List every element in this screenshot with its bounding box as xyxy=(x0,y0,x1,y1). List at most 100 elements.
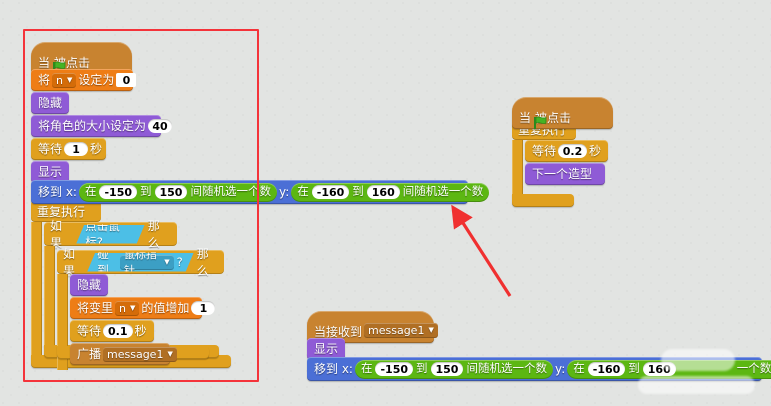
goto-x-label-receive: 移到 x: xyxy=(314,362,353,376)
hide-block-inner[interactable]: 隐藏 xyxy=(70,274,108,296)
set-size-label: 将角色的大小设定为 xyxy=(38,119,147,133)
wait2-label: 等待 xyxy=(77,324,102,338)
touching-boolean[interactable]: 碰到 鼠标指针 ▼ ? xyxy=(87,253,193,272)
rand-x-min-input-receive[interactable]: -150 xyxy=(375,362,413,376)
broadcast-message-dropdown[interactable]: message1 ▼ xyxy=(103,346,177,362)
chevron-down-icon: ▼ xyxy=(167,349,173,358)
wait-block-costume[interactable]: 等待 0.2 秒 xyxy=(525,140,608,162)
pick-random-x-reporter-receive[interactable]: 在 -150 到 150 间随机选一个数 xyxy=(354,359,553,379)
wait-block[interactable]: 等待 1 秒 xyxy=(31,138,106,160)
change-suffix: 的值增加 xyxy=(141,301,190,315)
rand-mid-y: 到 xyxy=(352,184,364,199)
wait-unit-costume: 秒 xyxy=(588,144,601,158)
when-receive-label: 当接收到 xyxy=(314,325,363,339)
red-arrow-annotation xyxy=(451,204,512,297)
change-variable-name: n xyxy=(119,301,126,315)
rand-y-max-input-receive[interactable]: 160 xyxy=(642,362,676,376)
change-prefix: 将变里 xyxy=(77,301,114,315)
wait2-value-input[interactable]: 0.1 xyxy=(103,324,133,338)
show-label: 显示 xyxy=(38,165,63,179)
wait-block-inner[interactable]: 等待 0.1 秒 xyxy=(70,320,154,342)
hide-inner-label: 隐藏 xyxy=(77,278,102,292)
rand-post-y-r: 一个数 xyxy=(736,361,771,376)
pick-random-x-reporter[interactable]: 在 -150 到 150 间随机选一个数 xyxy=(78,182,277,202)
when-label: 当 xyxy=(38,56,51,70)
set-size-value-input[interactable]: 40 xyxy=(148,119,173,133)
when-receive-hat[interactable]: 当接收到 message1 ▼ xyxy=(307,311,438,343)
next-costume-block[interactable]: 下一个造型 xyxy=(525,163,605,185)
if-mouse-down-leg xyxy=(44,246,55,345)
chevron-down-icon: ▼ xyxy=(428,326,434,334)
forever-block-header[interactable]: 重复执行 xyxy=(31,200,101,222)
set-variable-block[interactable]: 将 n ▼ 设定为 0 xyxy=(31,69,137,91)
rand-y-max-input[interactable]: 160 xyxy=(366,185,400,199)
rand-pre-x: 在 xyxy=(84,184,97,199)
show-block[interactable]: 显示 xyxy=(31,161,69,183)
set-size-block[interactable]: 将角色的大小设定为 40 xyxy=(31,115,173,137)
hide-block[interactable]: 隐藏 xyxy=(31,92,69,114)
rand-x-max-input-receive[interactable]: 150 xyxy=(430,362,464,376)
goto-y-label-receive: y: xyxy=(554,362,566,376)
goto-xy-block[interactable]: 移到 x: 在 -150 到 150 间随机选一个数 y: 在 -160 到 1… xyxy=(31,180,490,204)
touching-target-dropdown[interactable]: 鼠标指针 ▼ xyxy=(120,255,174,270)
forever-block-leg xyxy=(31,222,42,355)
receive-message-dropdown[interactable]: message1 ▼ xyxy=(364,323,438,338)
show-label-receive: 显示 xyxy=(314,342,339,356)
chevron-down-icon: ▼ xyxy=(130,303,136,312)
when-green-flag-clicked-hat[interactable]: 当 被点击 xyxy=(31,42,132,74)
wait-label: 等待 xyxy=(38,142,63,156)
then-label-inner: 那么 xyxy=(196,247,209,278)
goto-xy-block-receive[interactable]: 移到 x: 在 -150 到 150 间随机选一个数 y: 在 -160 到 1… xyxy=(307,357,771,381)
rand-x-min-input[interactable]: -150 xyxy=(99,185,137,199)
set-to-label: 设定为 xyxy=(78,73,115,87)
rand-pre-y: 在 xyxy=(297,184,309,199)
chevron-down-icon: ▼ xyxy=(67,75,73,84)
rand-y-min-input-receive[interactable]: -160 xyxy=(587,362,626,376)
when-label-2: 当 xyxy=(519,111,532,125)
variable-name-dropdown[interactable]: n ▼ xyxy=(52,72,77,88)
show-block-receive[interactable]: 显示 xyxy=(307,338,345,360)
rand-mid-x: 到 xyxy=(140,184,152,199)
change-variable-value-input[interactable]: 1 xyxy=(191,301,216,315)
rand-pre-y-r: 在 xyxy=(573,361,585,376)
if-mouse-down-header[interactable]: 如果 点击鼠标? 那么 xyxy=(44,219,177,250)
pick-random-y-reporter[interactable]: 在 -160 到 160 间随机选一个数 xyxy=(291,182,490,202)
pick-random-y-reporter-receive[interactable]: 在 -160 到 160 一个数 xyxy=(567,359,771,379)
touching-label: 碰到 xyxy=(97,247,109,277)
rand-mid-y-r: 到 xyxy=(628,361,640,376)
rand-y-min-input[interactable]: -160 xyxy=(311,185,350,199)
forever-block-foot-2 xyxy=(512,194,574,207)
rand-x-max-input[interactable]: 150 xyxy=(154,185,188,199)
change-variable-dropdown[interactable]: n ▼ xyxy=(115,300,140,316)
rand-pre-x-r: 在 xyxy=(360,361,373,376)
set-variable-value-input[interactable]: 0 xyxy=(116,73,137,87)
then-label: 那么 xyxy=(147,219,160,250)
rand-mid-x-r: 到 xyxy=(416,361,428,376)
rand-post-x-r: 间随机选一个数 xyxy=(466,361,547,376)
forever-label: 重复执行 xyxy=(37,204,86,219)
touching-target-label: 鼠标指针 xyxy=(123,248,157,277)
goto-y-label: y: xyxy=(278,185,290,199)
wait-label-costume: 等待 xyxy=(532,144,557,158)
next-costume-label: 下一个造型 xyxy=(532,167,593,181)
change-variable-block[interactable]: 将变里 n ▼ 的值增加 1 xyxy=(70,297,216,319)
if-touching-leg xyxy=(57,274,68,370)
mouse-down-boolean[interactable]: 点击鼠标? xyxy=(76,225,144,244)
touching-question: ? xyxy=(176,255,183,269)
broadcast-block[interactable]: 广播 message1 ▼ xyxy=(70,343,177,365)
wait-unit-label: 秒 xyxy=(90,142,103,156)
hide-label: 隐藏 xyxy=(38,96,63,110)
wait-value-input[interactable]: 1 xyxy=(64,142,89,156)
forever-block-leg-2 xyxy=(512,140,523,194)
goto-x-label: 移到 x: xyxy=(38,185,77,199)
wait-value-costume-input[interactable]: 0.2 xyxy=(558,144,587,158)
broadcast-label: 广播 xyxy=(77,347,102,361)
rand-post-x: 间随机选一个数 xyxy=(190,184,271,199)
rand-post-y: 间随机选一个数 xyxy=(402,184,484,199)
when-green-flag-clicked-hat-2[interactable]: 当 被点击 xyxy=(512,97,613,129)
if-touching-header[interactable]: 如果 碰到 鼠标指针 ▼ ? 那么 xyxy=(57,247,224,278)
set-prefix: 将 xyxy=(38,73,51,87)
chevron-down-icon: ▼ xyxy=(164,257,170,266)
wait2-unit-label: 秒 xyxy=(134,324,147,338)
